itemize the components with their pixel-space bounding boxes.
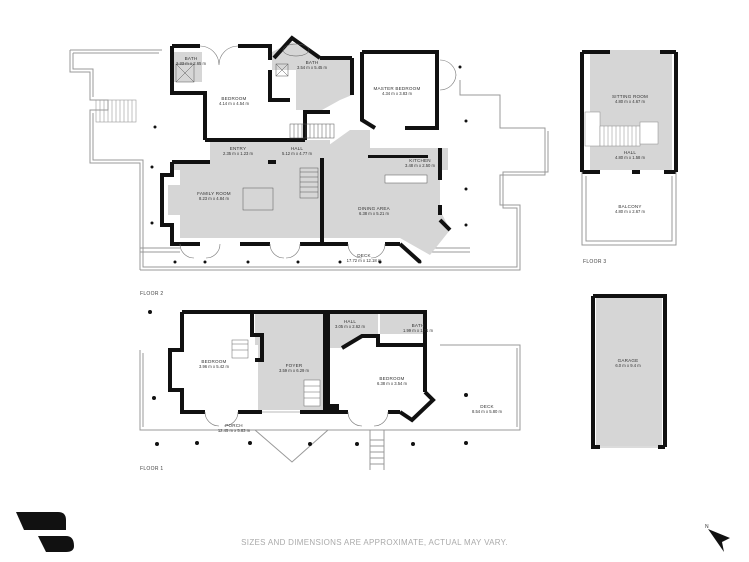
north-arrow-icon: N <box>705 524 730 552</box>
room-dims: 4.80 m x 2.67 m <box>615 209 646 214</box>
room-dims: 3.05 m x 2.62 m <box>335 324 366 329</box>
room-dims: 4.80 m x 4.67 m <box>615 99 646 104</box>
room-name: BEDROOM <box>221 96 246 101</box>
room-name: PORCH <box>225 423 243 428</box>
floor-3-plan <box>580 50 678 246</box>
room-dims: 4.14 m x 4.54 m <box>219 101 250 106</box>
room-name: HALL <box>624 150 637 155</box>
room-name: ENTRY <box>230 146 247 151</box>
room-dims: 2.33 m x 2.65 m <box>176 61 207 66</box>
room-dims: 6.0 m x 9.4 m <box>615 363 641 368</box>
room-dims: 3.54 m x 5.45 m <box>297 65 328 70</box>
room-name: FAMILY ROOM <box>197 191 231 196</box>
room-name: GARAGE <box>618 358 639 363</box>
room-dims: 3.48 m x 2.50 m <box>405 163 436 168</box>
floor-1-plan <box>139 294 667 470</box>
room-name: SITTING ROOM <box>612 94 648 99</box>
brand-logo-icon <box>16 512 74 552</box>
room-dims: 1.99 m x 1.71 m <box>403 328 434 333</box>
room-name: HALL <box>344 319 357 324</box>
floor-2-plan <box>69 35 678 271</box>
room-labels: BATH 2.33 m x 2.65 m BEDROOM 4.14 m x 4.… <box>176 56 648 433</box>
room-dims: 4.80 m x 1.58 m <box>615 155 646 160</box>
room-dims: 5.12 m x 4.77 m <box>282 151 313 156</box>
room-name: BEDROOM <box>379 376 404 381</box>
compass-label: N <box>705 524 709 530</box>
room-name: MASTER BEDROOM <box>374 86 421 91</box>
room-dims: 2.35 m x 1.23 m <box>223 151 254 156</box>
room-name: HALL <box>291 146 304 151</box>
room-dims: 8.54 m x 5.80 m <box>472 409 503 414</box>
room-name: KITCHEN <box>409 158 431 163</box>
room-name: BEDROOM <box>201 359 226 364</box>
garage-floor <box>596 298 662 446</box>
floor-1-label: FLOOR 1 <box>140 466 164 472</box>
room-name: BATH <box>306 60 319 65</box>
disclaimer-text: SIZES AND DIMENSIONS ARE APPROXIMATE, AC… <box>241 538 508 547</box>
room-dims: 4.34 m x 3.83 m <box>382 91 413 96</box>
room-dims: 8.23 m x 4.84 m <box>199 196 230 201</box>
room-name: DINING AREA <box>358 206 391 211</box>
room-name: DECK <box>357 253 371 258</box>
room-dims: 3.59 m x 6.29 m <box>279 368 310 373</box>
room-name: DECK <box>480 404 494 409</box>
room-name: BATH <box>412 323 425 328</box>
room-dims: 12.45 m x 5.83 m <box>218 428 251 433</box>
floor-3-label: FLOOR 3 <box>583 259 607 265</box>
room-name: BALCONY <box>618 204 641 209</box>
room-dims: 6.38 m x 3.54 m <box>377 381 408 386</box>
room-dims: 3.96 m x 5.42 m <box>199 364 230 369</box>
room-dims: 17.72 m x 12.18 m <box>347 258 382 263</box>
room-dims: 6.38 m x 5.21 m <box>359 211 390 216</box>
room-name: BATH <box>185 56 198 61</box>
room-name: FOYER <box>286 363 303 368</box>
floor-2-label: FLOOR 2 <box>140 291 164 297</box>
